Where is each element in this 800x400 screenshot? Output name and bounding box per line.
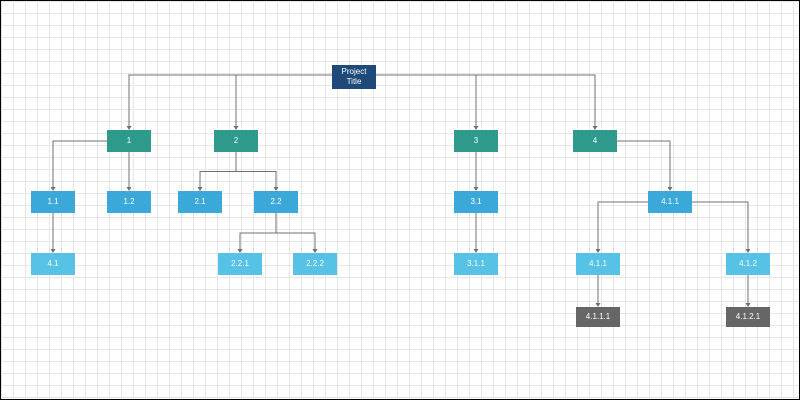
node-4-1-2-1[interactable]: 4.1.2.1 (726, 307, 770, 327)
arrowhead-n2 (233, 126, 239, 130)
node-3[interactable]: 3 (454, 130, 498, 152)
connector-n4_1_1 (617, 140, 671, 190)
arrowhead-n4_1_1 (667, 187, 673, 191)
node-1-2[interactable]: 1.2 (107, 191, 151, 213)
connector-n2_2 (235, 152, 277, 190)
node-4-1-1-parent[interactable]: 4.1.1 (648, 191, 692, 213)
connector-n1_1 (52, 140, 107, 190)
arrowhead-n4_1_1_a (595, 249, 601, 253)
arrowhead-n2_1 (197, 187, 203, 191)
connector-n4_1_2 (692, 201, 749, 252)
arrowhead-n4_1_1_1 (595, 303, 601, 307)
arrowhead-n1 (126, 126, 132, 130)
connector-n2_2_2 (275, 213, 316, 252)
arrowhead-n2_2_1 (237, 249, 243, 253)
connector-n4 (376, 74, 596, 129)
node-4-1-1-child[interactable]: 4.1.1 (576, 253, 620, 275)
node-2-2-2[interactable]: 2.2.2 (293, 253, 337, 275)
arrowhead-n4_1_2_1 (745, 303, 751, 307)
connector-n1 (128, 74, 332, 129)
arrowhead-n1_2 (126, 187, 132, 191)
node-4-1[interactable]: 4.1 (31, 253, 75, 275)
node-3-1-1[interactable]: 3.1.1 (454, 253, 498, 275)
node-3-1[interactable]: 3.1 (454, 191, 498, 213)
arrowhead-n1_1 (50, 187, 56, 191)
connector-n2 (235, 74, 332, 129)
node-root[interactable]: Project Title (332, 65, 376, 89)
node-2-2[interactable]: 2.2 (254, 191, 298, 213)
arrowhead-n2_2_2 (312, 249, 318, 253)
node-2-2-1[interactable]: 2.2.1 (218, 253, 262, 275)
arrowhead-n4_1 (50, 249, 56, 253)
node-1[interactable]: 1 (107, 130, 151, 152)
node-2[interactable]: 2 (214, 130, 258, 152)
arrowhead-n4 (592, 126, 598, 130)
node-4[interactable]: 4 (573, 130, 617, 152)
arrowhead-n2_2 (273, 187, 279, 191)
node-1-1[interactable]: 1.1 (31, 191, 75, 213)
connector-n4_1_1_a (597, 201, 648, 252)
node-4-1-2[interactable]: 4.1.2 (726, 253, 770, 275)
connector-n2_1 (199, 152, 237, 190)
arrowhead-n3_1_1 (473, 249, 479, 253)
arrowhead-n3_1 (473, 187, 479, 191)
arrowhead-n4_1_2 (745, 249, 751, 253)
connector-n3 (376, 74, 477, 129)
node-4-1-1-1[interactable]: 4.1.1.1 (576, 307, 620, 327)
node-2-1[interactable]: 2.1 (178, 191, 222, 213)
arrowhead-n3 (473, 126, 479, 130)
connector-n2_2_1 (239, 213, 277, 252)
